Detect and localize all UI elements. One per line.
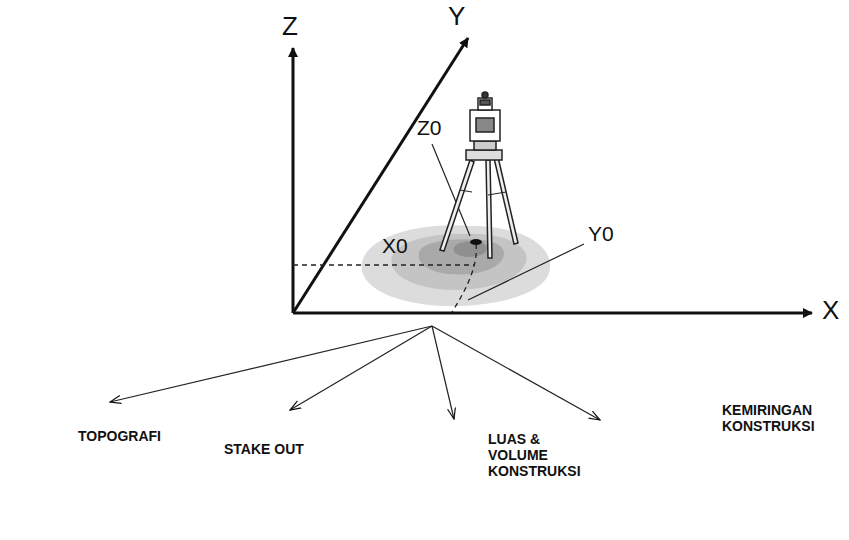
category-arrows bbox=[110, 326, 600, 420]
station-point bbox=[470, 239, 482, 245]
y0-projection bbox=[452, 244, 476, 312]
terrain bbox=[362, 225, 551, 306]
coordinate-label: X0 bbox=[382, 234, 408, 258]
y-axis bbox=[293, 38, 468, 313]
category-label: LUAS & VOLUME KONSTRUKSI bbox=[488, 431, 598, 479]
z-axis bbox=[292, 48, 295, 313]
category-label: TOPOGRAFI bbox=[78, 428, 161, 444]
axis-label: Y bbox=[448, 2, 465, 32]
axis-label: Z bbox=[282, 12, 298, 42]
x0-projection bbox=[293, 264, 474, 265]
x-axis bbox=[293, 312, 812, 315]
axis-label: X bbox=[822, 296, 839, 326]
y0-leader bbox=[468, 244, 584, 300]
category-label: KEMIRINGAN KONSTRUKSI bbox=[722, 402, 834, 434]
coordinate-label: Y0 bbox=[588, 222, 614, 246]
coordinate-label: Z0 bbox=[417, 116, 442, 140]
category-label: STAKE OUT bbox=[224, 441, 304, 457]
total-station bbox=[440, 92, 518, 258]
